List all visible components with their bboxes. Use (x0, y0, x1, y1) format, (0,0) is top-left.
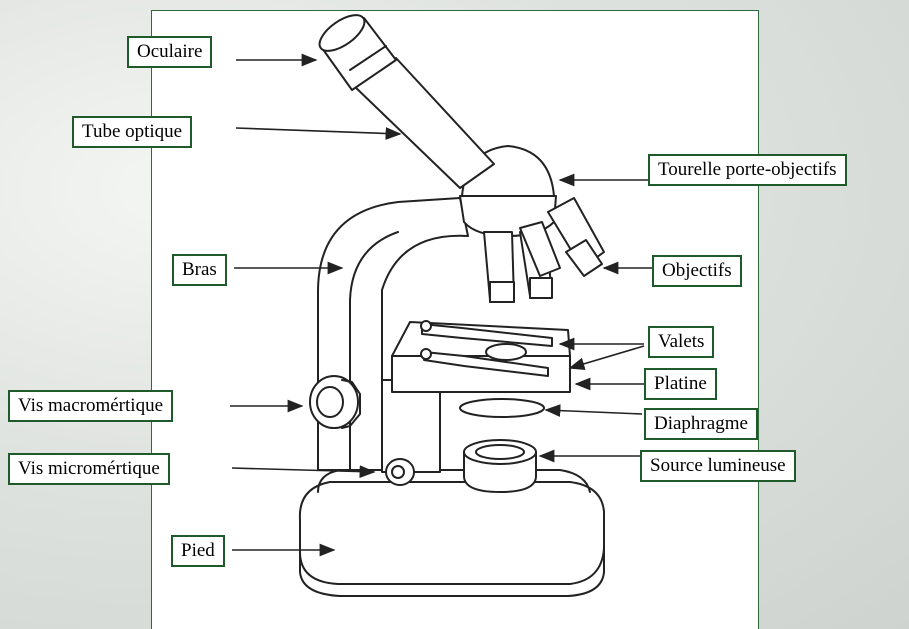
label-vis-micro: Vis micromértique (8, 453, 170, 485)
label-tube-optique: Tube optique (72, 116, 192, 148)
arrow-valets-2 (570, 346, 644, 368)
label-valets: Valets (648, 326, 714, 358)
base-shape (300, 482, 604, 584)
tube-shape (352, 58, 494, 188)
label-bras: Bras (172, 254, 227, 286)
label-source-lumineuse: Source lumineuse (640, 450, 796, 482)
label-vis-macro: Vis macromértique (8, 390, 173, 422)
label-objectifs: Objectifs (652, 255, 742, 287)
label-platine: Platine (644, 368, 717, 400)
arrow-diaphragme (546, 410, 642, 414)
label-diaphragme: Diaphragme (644, 408, 758, 440)
label-oculaire: Oculaire (127, 36, 212, 68)
arrow-tube (236, 128, 400, 134)
label-tourelle: Tourelle porte-objectifs (648, 154, 847, 186)
label-pied: Pied (171, 535, 225, 567)
fine-knob-shape (386, 459, 414, 485)
